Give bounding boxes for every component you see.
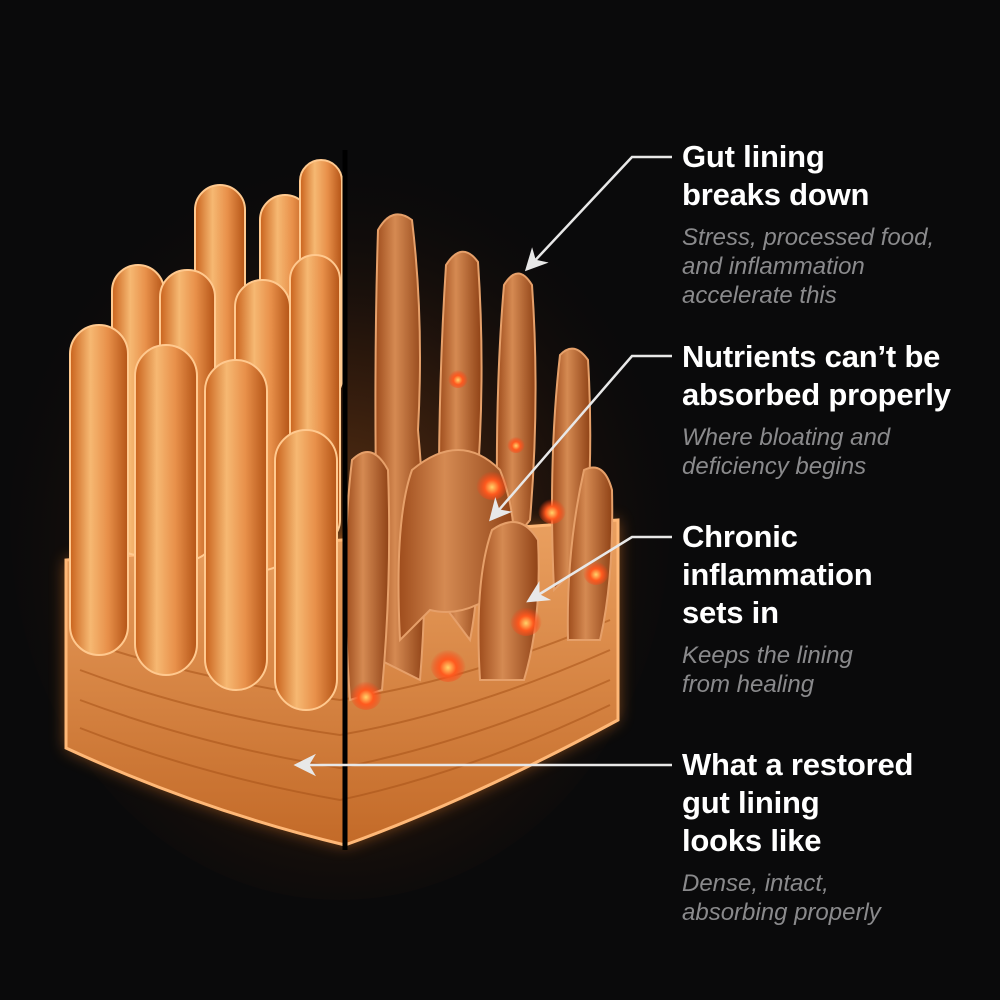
callout-subtitle: Keeps the lining from healing xyxy=(682,641,992,699)
arrow-gut-lining xyxy=(524,155,672,272)
callout-gut-lining: Gut lining breaks down Stress, processed… xyxy=(682,138,992,310)
title-line: Gut lining xyxy=(682,139,825,174)
callout-title: Chronic inflammation sets in xyxy=(682,518,992,632)
title-line: looks like xyxy=(682,823,822,858)
callout-arrows xyxy=(293,155,672,777)
title-line: sets in xyxy=(682,595,779,630)
subtitle-line: Stress, processed food, xyxy=(682,224,935,251)
healthy-villi xyxy=(69,159,343,711)
subtitle-line: and inflammation xyxy=(682,253,865,280)
subtitle-line: absorbing properly xyxy=(682,899,881,926)
subtitle-line: accelerate this xyxy=(682,282,837,309)
callout-title: Gut lining breaks down xyxy=(682,138,992,214)
callout-restored: What a restored gut lining looks like De… xyxy=(682,746,992,927)
subtitle-line: deficiency begins xyxy=(682,453,867,480)
callout-inflammation: Chronic inflammation sets in Keeps the l… xyxy=(682,518,992,699)
title-line: gut lining xyxy=(682,785,820,820)
callout-subtitle: Dense, intact, absorbing properly xyxy=(682,869,992,927)
inflammation-spots xyxy=(350,368,609,710)
callout-nutrients: Nutrients can’t be absorbed properly Whe… xyxy=(682,338,992,481)
arrow-inflammation xyxy=(526,535,672,603)
subtitle-line: Dense, intact, xyxy=(682,870,829,897)
title-line: Chronic xyxy=(682,519,798,554)
title-line: Nutrients can’t be xyxy=(682,339,941,374)
arrow-nutrients xyxy=(489,354,672,522)
callout-title: What a restored gut lining looks like xyxy=(682,746,992,860)
callout-title: Nutrients can’t be absorbed properly xyxy=(682,338,992,414)
title-line: inflammation xyxy=(682,557,873,592)
subtitle-line: Where bloating and xyxy=(682,424,891,451)
subtitle-line: from healing xyxy=(682,671,815,698)
damaged-villi xyxy=(344,213,614,710)
callout-subtitle: Where bloating and deficiency begins xyxy=(682,423,992,481)
title-line: absorbed properly xyxy=(682,377,951,412)
title-line: What a restored xyxy=(682,747,914,782)
title-line: breaks down xyxy=(682,177,870,212)
callout-subtitle: Stress, processed food, and inflammation… xyxy=(682,223,992,310)
subtitle-line: Keeps the lining xyxy=(682,642,853,669)
